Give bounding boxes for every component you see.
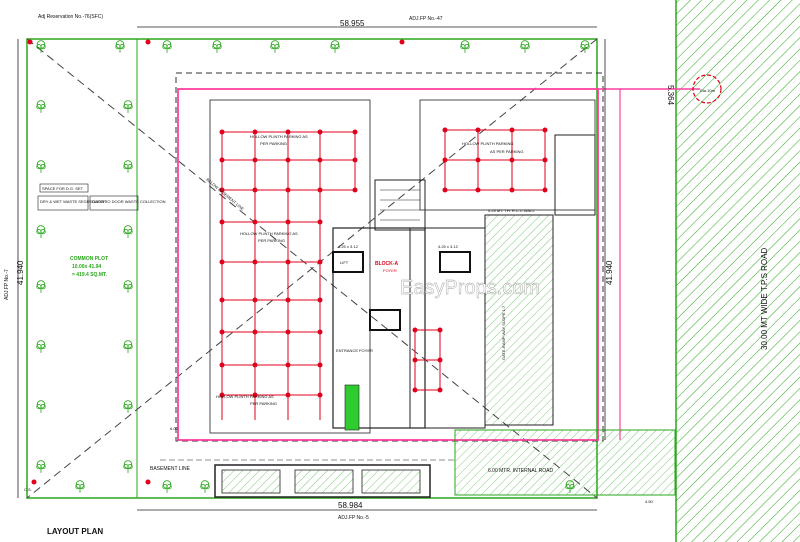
- road-hatch: [676, 0, 800, 542]
- parking-bl-label-1: HOLLOW PLINTH PARKING AS: [216, 394, 274, 399]
- lift-label: LIFT: [340, 260, 349, 265]
- parking-tr-label-1: HOLLOW PLINTH PARKING: [462, 141, 514, 146]
- top-adj-label: ADJ.FP No.-47: [409, 16, 443, 22]
- internal-road-area: [454, 429, 676, 496]
- space-dg-label: SPACE FOR D.G. SET: [42, 186, 84, 191]
- left-dim-label: 41.940: [16, 260, 25, 285]
- common-plot-label-2: 10.00x 41.94: [72, 264, 101, 270]
- parking-grid-left: [221, 131, 356, 420]
- parking-ml-label-2: PER PARKING: [258, 238, 285, 243]
- parking-grid-right: [444, 129, 546, 191]
- dim-600-label: 6.00: [170, 426, 179, 431]
- right-dim-label: 41.940: [605, 260, 614, 285]
- layout-title: LAYOUT PLAN: [47, 527, 103, 536]
- building-outline: [177, 88, 599, 441]
- red-dot-icon-group: [27, 39, 405, 485]
- parking-bl-label-2: PER PARKING: [250, 401, 277, 406]
- entrance-foyer-label: ENTRANCE FOYER: [336, 348, 373, 353]
- parking-ml-label-1: HOLLOW PLINTH PARKING AS: [240, 231, 298, 236]
- ramp-area: [484, 214, 554, 426]
- rcc-wall-label: 0.23 MT. TH. R.C.C.WALL: [488, 208, 535, 213]
- road-label: 30.00 MT WIDE T.P.S ROAD: [760, 248, 769, 350]
- watermark: EasyProps.com: [400, 277, 540, 299]
- common-plot-label-3: = 419.4 SQ.MT.: [72, 272, 107, 278]
- parking-tr-label-2: AS PER PARKING: [490, 149, 524, 154]
- internal-road-label: 6.00 MTR. INTERNAL ROAD: [488, 468, 553, 474]
- block-name-label: BLOCK-A: [375, 261, 398, 267]
- door-to-door-label: DOOR TO DOOR WASTE COLLECTION: [92, 199, 166, 204]
- common-plot-boundary: [26, 38, 138, 499]
- parking-tl-label-1: HOLLOW PLINTH PARKING AS: [250, 134, 308, 139]
- bottom-dim-label: 58.984: [338, 501, 363, 510]
- parking-tl-label-2: PER PARKING: [260, 141, 287, 146]
- top-dim-label: 58.955: [340, 19, 365, 28]
- foyer-green-block: [344, 384, 360, 431]
- circle-marker-icon: [692, 74, 722, 104]
- basement-line-label: BASEMENT LINE: [150, 466, 191, 472]
- ramp-label: GATE-RAMP WAY SLOPE 1:7: [501, 305, 506, 360]
- bottom-adj-label: ADJ.FP No.-5: [338, 515, 369, 521]
- block-sub-label: FOYER: [383, 268, 397, 273]
- top-ref-label: Adj Reservation No.-76(SFC): [38, 14, 103, 20]
- dia-label: Dia.10m: [700, 88, 716, 93]
- dry-wet-label: DRY & WET WASTE SEGREGATOR: [40, 199, 106, 204]
- left-adj-label: ADJ.FP No.-7: [4, 269, 10, 300]
- dim-425b-label: 4.25 x 3.12: [438, 244, 459, 249]
- dim-450-label: 4.50: [645, 499, 654, 504]
- common-plot-label-1: COMMON PLOT: [70, 256, 108, 262]
- dim-425a-label: 4.25 x 3.12: [338, 244, 359, 249]
- cs-label: C.S.: [24, 487, 32, 492]
- basement-marker-label: BELOW BASEMENT LINE: [205, 177, 245, 212]
- right-top-dim-label: 5.364: [666, 85, 675, 106]
